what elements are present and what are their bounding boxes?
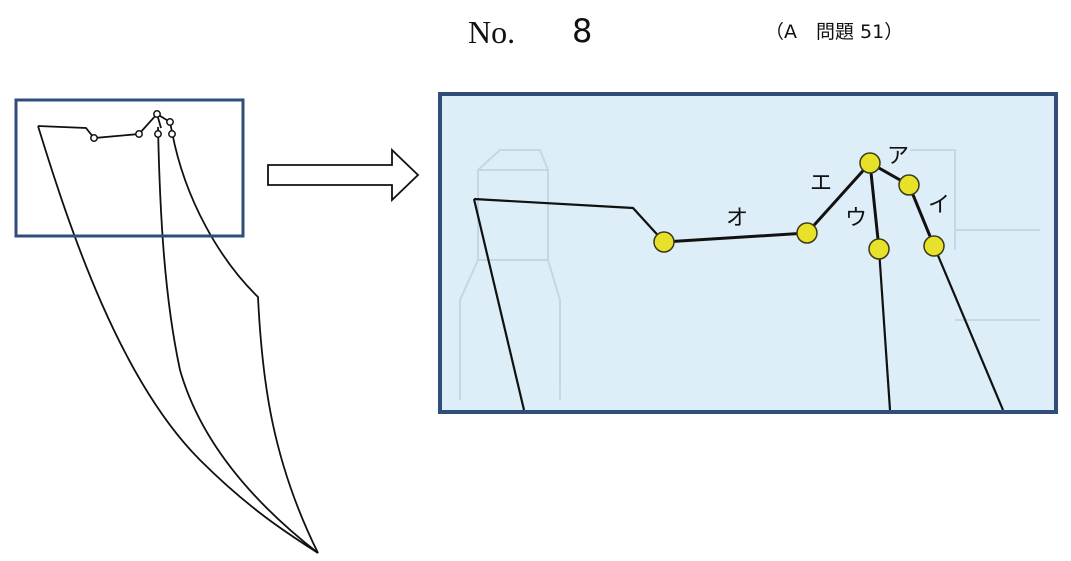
overview-frame — [14, 98, 245, 238]
overview-node — [166, 118, 174, 126]
line-u-extension — [877, 248, 892, 411]
label-i: イ — [928, 193, 950, 218]
panel-outline-top — [473, 197, 665, 243]
overview-curve-middle — [157, 126, 319, 554]
overview-node — [153, 110, 161, 118]
label-o: オ — [726, 206, 748, 231]
panel-outline-left — [472, 198, 526, 411]
segment-e — [805, 161, 872, 235]
label-a: ア — [887, 144, 909, 169]
overview-curve-inner — [171, 131, 319, 554]
node-e-bottom — [796, 222, 818, 244]
overview-curve-outer — [37, 125, 319, 554]
label-u: ウ — [845, 206, 867, 231]
panel-frame — [438, 92, 1058, 414]
header: No. 8 （A 問題 51） — [0, 0, 1071, 60]
overview-top-line — [37, 112, 173, 139]
right-arrow-icon — [267, 147, 420, 203]
panel-background — [440, 94, 1056, 412]
line-i-extension — [932, 245, 1005, 411]
node-u-bottom — [868, 238, 890, 260]
problem-no-label: No. — [468, 14, 516, 50]
segment-u — [868, 162, 881, 250]
overview-node — [154, 130, 162, 138]
node-a-right — [898, 174, 920, 196]
panel-background-sketch — [459, 149, 1040, 400]
label-e: エ — [810, 171, 832, 196]
node-i-bottom — [923, 235, 945, 257]
problem-reference: （A 問題 51） — [765, 21, 904, 43]
problem-number: 8 — [572, 12, 593, 50]
overview-figure — [14, 98, 319, 554]
overview-node — [135, 130, 143, 138]
enlarged-panel: ア イ ウ エ オ — [438, 92, 1058, 414]
node-top — [859, 152, 881, 174]
overview-node — [90, 134, 98, 142]
segment-i — [907, 184, 936, 247]
node-o-left — [653, 231, 675, 253]
overview-node — [168, 130, 176, 138]
segment-o — [663, 231, 808, 244]
